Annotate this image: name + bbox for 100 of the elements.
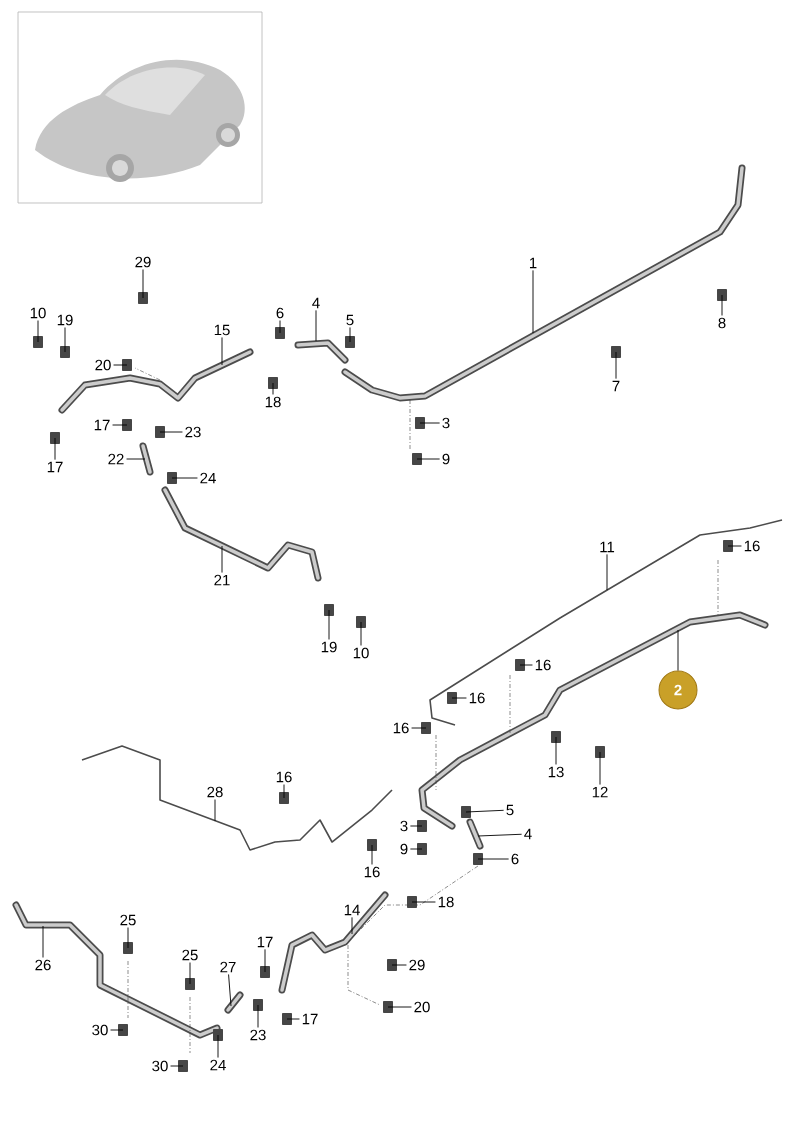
leader-line (606, 553, 608, 591)
callout-number: 16 (276, 771, 292, 783)
callout-number: 12 (592, 786, 608, 798)
leader-line (419, 422, 441, 424)
callout-number: 5 (506, 804, 514, 816)
callout-number: 16 (469, 692, 485, 704)
leader-line (257, 1004, 259, 1028)
leader-line (54, 437, 56, 461)
callout-number: 16 (364, 866, 380, 878)
callout-number: 28 (207, 786, 223, 798)
leader-line (349, 327, 351, 343)
leader-line (727, 545, 742, 547)
callout-number: 25 (120, 914, 136, 926)
callout-number: 16 (393, 722, 409, 734)
leader-line (228, 974, 232, 1007)
callout-number: 23 (185, 426, 201, 438)
callout-number: 1 (530, 257, 537, 269)
leader-line (110, 1029, 124, 1031)
callout-number: 7 (612, 380, 620, 392)
callout-number: 3 (442, 417, 450, 429)
leader-line (721, 294, 723, 316)
leader-line (37, 320, 39, 343)
leader-line (315, 309, 317, 342)
callout-number: 9 (442, 453, 450, 465)
leader-line (371, 844, 373, 865)
leader-line (126, 458, 146, 460)
callout-number: 17 (47, 461, 63, 473)
callout-number: 4 (312, 297, 320, 309)
leader-line (555, 736, 557, 765)
leader-line (532, 269, 534, 334)
leader-line (171, 477, 198, 479)
callout-number: 17 (94, 419, 110, 431)
leader-line (189, 962, 191, 985)
callout-number: 14 (344, 904, 360, 916)
callout-number: 30 (152, 1060, 168, 1072)
callout-number: 15 (214, 324, 230, 336)
leader-line (477, 833, 523, 837)
leader-line (112, 424, 128, 426)
leader-line (387, 1006, 412, 1008)
callout-number: 3 (400, 820, 408, 832)
leader-line (615, 351, 617, 380)
leader-line (351, 916, 353, 935)
callout-number: 17 (257, 936, 273, 948)
leader-line (465, 809, 505, 813)
callout-number: 29 (135, 256, 151, 268)
callout-number: 19 (57, 314, 73, 326)
leader-line (677, 629, 679, 671)
callout-number: 17 (302, 1013, 318, 1025)
leader-line (411, 727, 427, 729)
leader-line (409, 825, 423, 827)
callout-number: 16 (744, 540, 760, 552)
leader-line (519, 664, 533, 666)
leader-line (214, 799, 216, 822)
leader-line (221, 545, 223, 574)
callout-number: 25 (182, 949, 198, 961)
callout-number: 24 (200, 472, 216, 484)
leader-line (159, 431, 183, 433)
leader-line (264, 948, 266, 973)
callout-badge: 2 (658, 670, 698, 710)
callout-number: 6 (511, 853, 519, 865)
callout-number: 18 (265, 396, 281, 408)
callout-number: 18 (438, 896, 454, 908)
leader-line (279, 320, 281, 334)
callout-number: 11 (600, 541, 615, 553)
callout-number: 20 (95, 359, 111, 371)
callout-number: 16 (535, 659, 551, 671)
leader-line (113, 364, 128, 366)
callout-number: 26 (35, 959, 51, 971)
leader-line (411, 901, 436, 903)
callout-number: 13 (548, 766, 564, 778)
leader-line (283, 784, 285, 799)
leader-line (217, 1034, 219, 1059)
leader-line (42, 925, 44, 958)
callout-number: 9 (400, 843, 408, 855)
callout-number: 20 (414, 1001, 430, 1013)
leader-line (286, 1018, 300, 1020)
leader-line (127, 927, 129, 949)
leader-line (360, 621, 362, 646)
leader-line (221, 337, 223, 366)
leader-line (272, 382, 274, 395)
callout-number: 29 (409, 959, 425, 971)
callout-number: 24 (210, 1059, 226, 1071)
callout-number: 21 (214, 574, 230, 586)
callout-number: 6 (276, 307, 284, 319)
leader-line (142, 269, 144, 299)
callout-number: 5 (346, 314, 354, 326)
callout-number: 23 (250, 1029, 266, 1041)
leader-line (409, 848, 423, 850)
callout-number: 30 (92, 1024, 108, 1036)
leader-line (328, 609, 330, 640)
callout-number: 10 (353, 647, 369, 659)
callout-number: 4 (524, 828, 532, 840)
leader-line (416, 458, 441, 460)
leader-line (599, 751, 601, 786)
callout-number: 19 (321, 641, 337, 653)
callout-number: 10 (30, 307, 46, 319)
callout-number: 27 (220, 961, 236, 973)
leader-line (451, 697, 467, 699)
leader-line (170, 1065, 184, 1067)
callout-number: 8 (718, 317, 726, 329)
